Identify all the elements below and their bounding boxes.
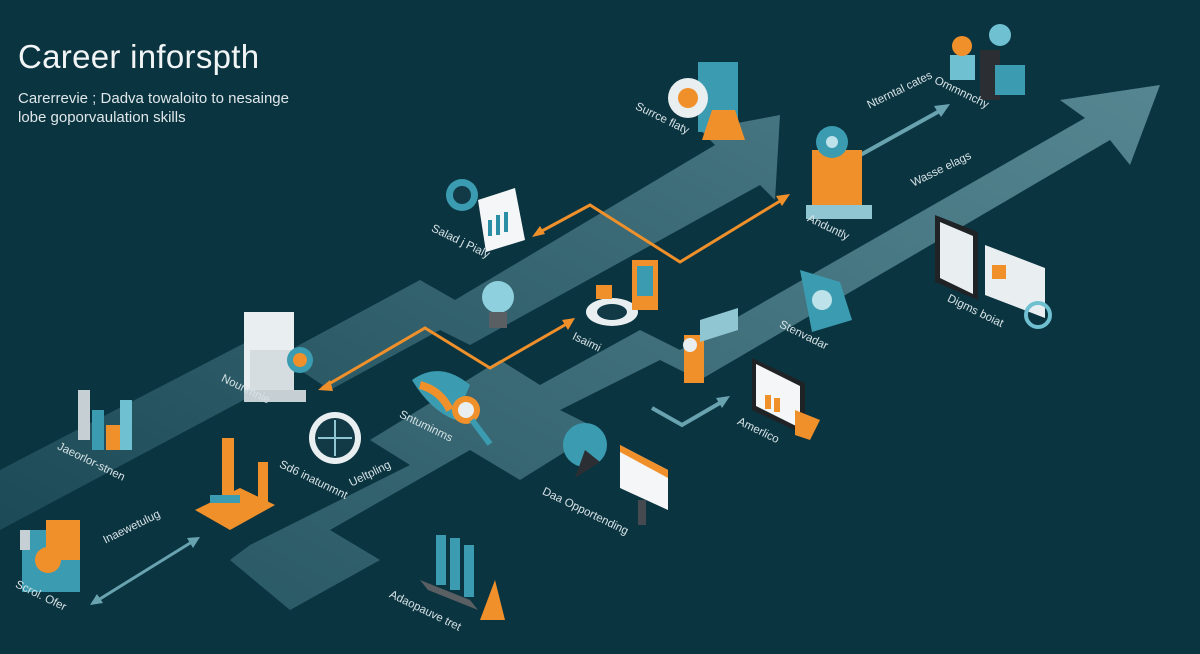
orange-arrowhead <box>532 226 545 237</box>
lightbulb-icon <box>482 281 514 328</box>
magnifier-gear-icon <box>412 371 493 446</box>
teal-arrowhead <box>90 594 103 605</box>
report-chart-icon <box>446 179 525 252</box>
orange-arrowhead <box>562 318 575 330</box>
workstation-icon <box>950 24 1025 100</box>
tablet-screen-icon <box>935 215 1052 329</box>
bar-chart-icon <box>78 390 132 450</box>
presentation-board-icon <box>563 423 668 525</box>
teal-arrowhead <box>187 537 200 548</box>
sign-kiosk-icon <box>683 308 738 383</box>
building-dollar-icon <box>244 312 313 402</box>
wheel-icon <box>309 412 361 464</box>
badge-box-icon <box>800 270 852 332</box>
tower-icon <box>195 438 275 530</box>
teal-arrow <box>94 538 196 604</box>
orange-arrowhead <box>318 380 333 391</box>
gear-server-icon <box>806 126 872 219</box>
folder-icon <box>20 520 80 592</box>
bar-chart-laptop-icon <box>420 535 505 620</box>
orange-arrowhead <box>776 194 790 206</box>
coin-machine-icon <box>668 62 745 140</box>
subtitle-line: Carerrevie ; Dadva towaloito to nesainge <box>18 90 289 107</box>
orange-arrow-lower <box>321 320 571 390</box>
teal-arrowhead <box>716 396 730 408</box>
dial-icon <box>586 260 658 326</box>
upper-path-arrow <box>0 115 780 530</box>
teal-arrowhead <box>934 104 950 117</box>
orange-arrow-upper <box>539 196 786 264</box>
teal-arrow <box>651 398 727 428</box>
subtitle-line: lobe goporvaulation skills <box>18 109 186 126</box>
page-title: Career inforspth <box>18 38 260 75</box>
analytics-screen-icon <box>752 358 820 440</box>
teal-arrow <box>854 106 946 160</box>
page-subtitle: Carerrevie ; Dadva towaloito to nesainge… <box>18 89 358 127</box>
